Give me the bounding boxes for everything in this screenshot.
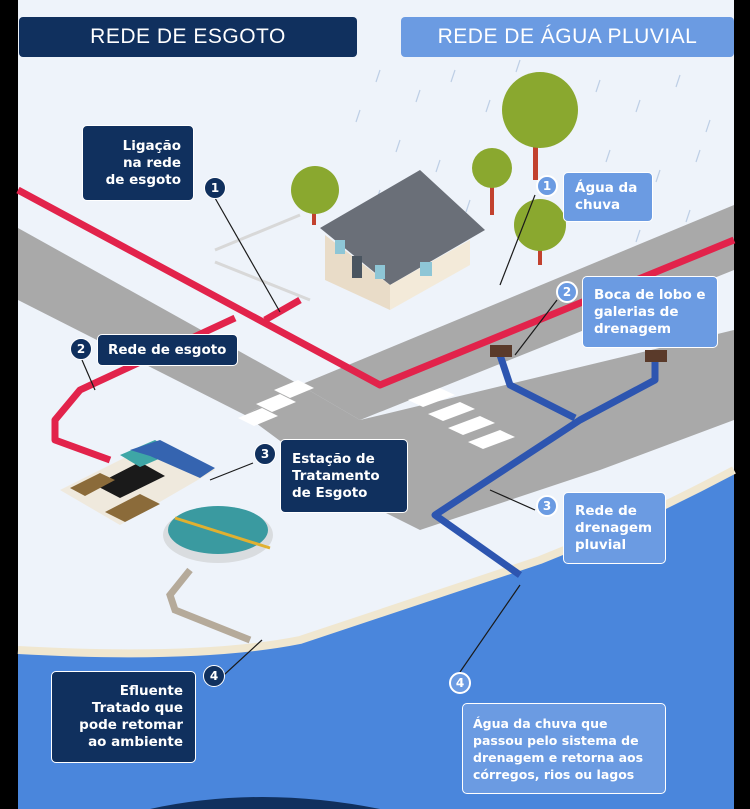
fence xyxy=(214,213,301,252)
rainwater-network-header: REDE DE ÁGUA PLUVIAL xyxy=(401,17,734,57)
road-1 xyxy=(18,228,300,415)
treatment-plant xyxy=(60,440,273,563)
sewer-step-1-label: Ligação na rede de esgoto xyxy=(82,125,194,201)
effluent-pipe xyxy=(166,567,252,644)
bottom-arc xyxy=(150,797,380,809)
sewer-step-2-label: Rede de esgoto xyxy=(97,334,238,366)
rain-step-3-label: Rede de drenagem pluvial xyxy=(563,492,666,564)
tree-4 xyxy=(291,166,339,225)
crosswalk-left xyxy=(238,380,314,426)
rain-step-1-label: Água da chuva xyxy=(563,172,653,222)
sewer-step-4-number: 4 xyxy=(203,665,225,687)
sewer-step-3-number: 3 xyxy=(254,443,276,465)
rain-step-2-label: Boca de lobo e galerias de drenagem xyxy=(582,276,718,348)
rain-step-2-number: 2 xyxy=(556,281,578,303)
rain-step-3-number: 3 xyxy=(536,495,558,517)
road-2 xyxy=(300,205,734,420)
sewer-step-3-label: Estação de Tratamento de Esgoto xyxy=(280,439,408,513)
sewer-network-header: REDE DE ESGOTO xyxy=(19,17,357,57)
sewer-step-2-number: 2 xyxy=(70,338,92,360)
tree-1 xyxy=(502,72,578,180)
leader-lines xyxy=(81,194,558,686)
crosswalk-right xyxy=(408,388,515,449)
rain-step-1-number: 1 xyxy=(536,175,558,197)
drainage-pipes xyxy=(431,353,659,578)
house xyxy=(320,170,485,310)
rain-step-4-number: 4 xyxy=(449,672,471,694)
rain-step-4-label: Água da chuva que passou pelo sistema de… xyxy=(462,703,666,794)
sewer-step-1-number: 1 xyxy=(204,177,226,199)
tree-2 xyxy=(472,148,512,215)
tree-3 xyxy=(514,199,566,265)
drain-grate-2 xyxy=(645,350,667,362)
drain-grate-1 xyxy=(490,345,512,357)
sewer-step-4-label: Efluente Tratado que pode retomar ao amb… xyxy=(51,671,196,763)
